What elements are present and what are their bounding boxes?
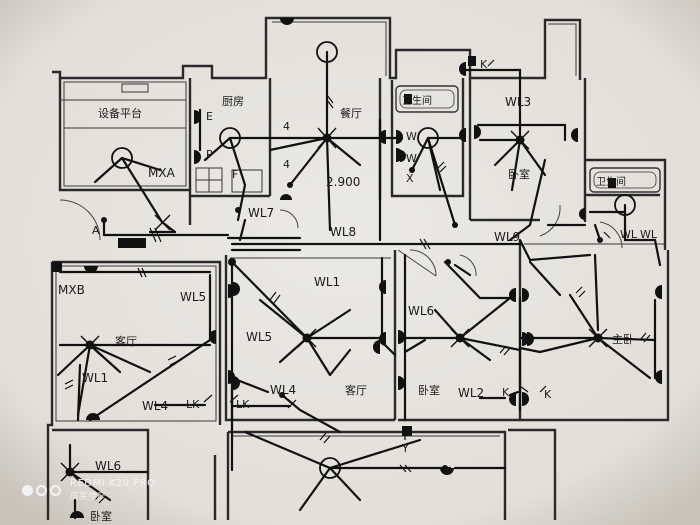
- label-wl6-center: WL6: [408, 304, 434, 318]
- mark-e: E: [206, 110, 213, 123]
- wall-inner-lines: [55, 21, 664, 437]
- mark-k-top: K: [480, 58, 488, 71]
- fixture-dots: [60, 127, 608, 482]
- lamp-circles: [111, 41, 636, 479]
- label-wl7: WL7: [248, 206, 274, 220]
- mark-x: X: [406, 172, 414, 185]
- label-wl1-center: WL1: [314, 275, 340, 289]
- label-wl4-left: WL4: [142, 399, 168, 413]
- switch-boxes: [52, 56, 616, 436]
- bathtub-right: [589, 167, 661, 193]
- room-equipment-platform: 设备平台: [98, 106, 142, 120]
- mark-four-b: 4: [283, 158, 290, 171]
- label-wl3: WL3: [505, 95, 531, 109]
- mark-p: P: [206, 148, 213, 161]
- room-bedroom-center: 卧室: [418, 383, 440, 397]
- room-bath-right: 卫生间: [596, 175, 626, 188]
- lamp-icon: [417, 127, 439, 149]
- circuit-labels: MXA MXB WL1 WL1 WL2 WL3 WL4 WL4 WL5 WL5 …: [58, 95, 658, 473]
- label-wl5-left: WL5: [180, 290, 206, 304]
- lamp-icon: [319, 457, 341, 479]
- mark-a: A: [92, 224, 100, 237]
- switch-symbols: [203, 59, 611, 440]
- room-bedroom-bl: 卧室: [90, 509, 112, 523]
- elevation-label: 2.900: [326, 175, 360, 189]
- lamp-icon: [219, 127, 241, 149]
- room-kitchen: 厨房: [222, 95, 244, 108]
- kitchen-fixtures: [195, 167, 263, 193]
- room-master-bedroom: 主卧: [612, 333, 634, 346]
- watermark-model: REDMI K20 PRO: [70, 478, 156, 489]
- mark-k1: K: [502, 386, 510, 399]
- room-living-left: 客厅: [115, 334, 137, 348]
- lamp-icon: [316, 41, 338, 63]
- room-bath-top: 卫生间: [402, 94, 432, 107]
- mark-lk2: LK: [236, 398, 250, 411]
- watermark-dots-icon: [22, 481, 64, 500]
- bathtub-top: [395, 85, 459, 113]
- mark-lk1: LK: [186, 398, 200, 411]
- label-wl5-center: WL5: [246, 330, 272, 344]
- sockets: [70, 18, 662, 518]
- mark-w2: W: [406, 152, 417, 165]
- mark-k2: K: [544, 388, 552, 401]
- label-wl-a: WL: [620, 228, 638, 241]
- mark-four-a: 4: [283, 120, 290, 133]
- lamp-icon: [614, 194, 636, 216]
- lamp-icon: [111, 147, 133, 169]
- distribution-box: [118, 238, 146, 248]
- label-mxa: MXA: [148, 166, 176, 180]
- text-labels: 设备平台 厨房 餐厅 卫生间 卧室 卫生间 客厅 客厅 卧室 主卧 卧室: [90, 94, 634, 523]
- camera-watermark: REDMI K20 PRO 房笑楼产: [22, 478, 156, 502]
- room-dining: 餐厅: [340, 106, 362, 120]
- platform-box: [121, 83, 149, 93]
- mark-labels: 2.900 4 4 E P F A W W X K K K LK LK Y: [92, 58, 552, 455]
- label-wl6-bl: WL6: [95, 459, 121, 473]
- mark-w1: W: [406, 130, 417, 143]
- label-wl4-center: WL4: [270, 383, 296, 397]
- mark-y: Y: [401, 442, 409, 455]
- label-wl9: WL9: [494, 230, 520, 244]
- door-swings: [59, 199, 623, 277]
- label-mxb: MXB: [58, 283, 85, 297]
- mark-f: F: [232, 168, 238, 181]
- label-wl2: WL2: [458, 386, 484, 400]
- watermark-sub: 房笑楼产: [70, 492, 107, 502]
- label-wl8: WL8: [330, 225, 356, 239]
- tick-marks: [64, 94, 651, 504]
- room-living-center: 客厅: [345, 383, 367, 397]
- label-wl-b: WL: [640, 228, 658, 241]
- label-wl1-left: WL1: [82, 371, 108, 385]
- room-bedroom-tr: 卧室: [508, 167, 530, 181]
